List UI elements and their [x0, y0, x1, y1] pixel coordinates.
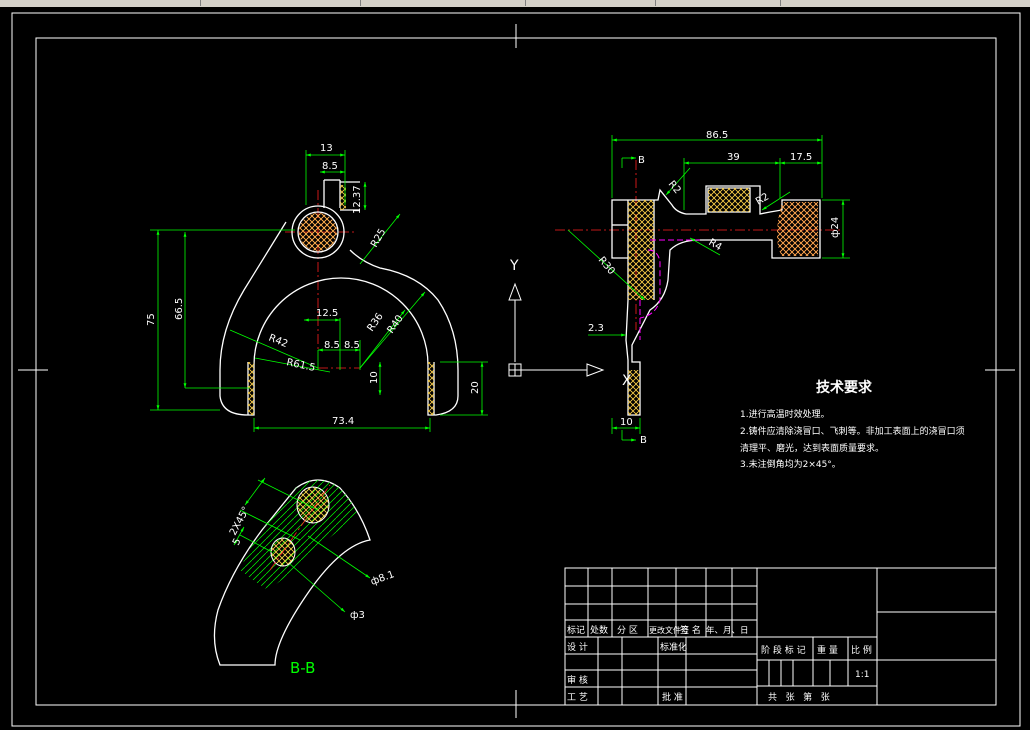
cad-top-toolbar — [0, 0, 1030, 7]
dim-2-3: 2.3 — [588, 323, 604, 334]
title-block: 标记 处数 分 区 更改文件号 签 名 年、月、日 设 计 标准化 审 核 工 … — [564, 567, 997, 706]
dim-10-side: 10 — [620, 417, 633, 428]
dim-2x45: 2X45° — [228, 505, 252, 537]
section-mark-b-bottom: B — [640, 435, 647, 446]
section-view-bb: 2X45° 5 ф8.1 ф3 B-B — [213, 477, 396, 677]
dim-75: 75 — [146, 313, 157, 326]
tb-count: 处数 — [590, 624, 608, 636]
dim-8-5-b: 8.5 — [344, 340, 360, 351]
cad-drawing-canvas[interactable]: 13 8.5 12.37 R25 75 66.5 12.5 R36 R40 R4… — [0, 7, 1030, 730]
tb-date: 年、月、日 — [706, 625, 749, 636]
section-mark-b-top: B — [638, 155, 645, 166]
dim-r40: R40 — [385, 313, 405, 335]
dim-20: 20 — [470, 381, 481, 394]
front-view: 13 8.5 12.37 R25 75 66.5 12.5 R36 R40 R4… — [146, 143, 488, 432]
dim-12-37: 12.37 — [352, 185, 363, 214]
dim-5: 5 — [231, 537, 244, 548]
dim-phi8: ф8.1 — [369, 569, 396, 588]
dim-phi3: ф3 — [350, 610, 365, 621]
dim-r25: R25 — [369, 227, 388, 250]
tb-sheets: 共 张 第 张 — [768, 691, 830, 703]
sheet-frame — [11, 12, 1021, 727]
dim-66-5: 66.5 — [174, 298, 185, 320]
ucs-x-label: X — [622, 373, 632, 389]
dim-39: 39 — [727, 152, 740, 163]
ucs-y-label: Y — [509, 258, 519, 274]
tech-req-item-4: 3.未注倒角均为2×45°。 — [740, 458, 841, 470]
dim-13: 13 — [320, 143, 333, 154]
tb-weight: 重 量 — [817, 644, 838, 656]
tb-zone: 分 区 — [617, 625, 638, 636]
toolbar-tab[interactable] — [0, 0, 201, 6]
tb-review: 审 核 — [567, 674, 588, 686]
tech-req-item-1: 1.进行高温时效处理。 — [740, 408, 830, 420]
tb-change-doc: 更改文件号 — [649, 625, 689, 635]
section-label: B-B — [290, 659, 315, 677]
hatch-hub — [708, 188, 750, 212]
dim-17-5: 17.5 — [790, 152, 812, 163]
dim-73-4: 73.4 — [332, 416, 354, 427]
tb-standardization: 标准化 — [660, 641, 687, 653]
dim-8-5: 8.5 — [322, 161, 338, 172]
dim-r2-a: R2 — [666, 179, 683, 196]
dim-phi24: ф24 — [830, 217, 841, 238]
toolbar-tab[interactable] — [365, 0, 526, 6]
dim-r36: R36 — [365, 311, 385, 333]
dim-10: 10 — [369, 371, 380, 384]
toolbar-tab[interactable] — [530, 0, 656, 6]
dim-12-5: 12.5 — [316, 308, 338, 319]
toolbar-tab[interactable] — [660, 0, 781, 6]
tb-signature: 签 名 — [680, 624, 701, 636]
technical-requirements: 技术要求 1.进行高温时效处理。 2.铸件应清除浇冒口、飞刺等。非加工表面上的浇… — [740, 379, 965, 470]
tb-design: 设 计 — [567, 641, 588, 653]
tech-req-item-2: 2.铸件应清除浇冒口、飞刺等。非加工表面上的浇冒口须 — [740, 425, 965, 437]
dim-r61-5: R61.5 — [285, 357, 316, 374]
tb-process: 工 艺 — [567, 692, 588, 703]
ucs-icon — [508, 282, 605, 377]
tech-req-item-3: 清理平、磨光，达到表面质量要求。 — [740, 442, 884, 454]
tb-scale-value: 1:1 — [855, 670, 869, 680]
tb-stage-mark: 阶 段 标 记 — [761, 644, 806, 656]
tb-mark: 标记 — [567, 624, 585, 636]
dim-86-5: 86.5 — [706, 130, 728, 141]
dim-8-5-a: 8.5 — [324, 340, 340, 351]
tb-approve: 批 准 — [662, 691, 683, 703]
tech-req-title: 技术要求 — [816, 379, 873, 396]
dim-r2-b: R2 — [754, 191, 771, 207]
side-view: 86.5 39 17.5 R2 R2 R4 R30 ф24 2.3 10 B B — [555, 130, 850, 446]
toolbar-tab[interactable] — [205, 0, 361, 6]
tb-scale-label: 比 例 — [851, 644, 872, 656]
